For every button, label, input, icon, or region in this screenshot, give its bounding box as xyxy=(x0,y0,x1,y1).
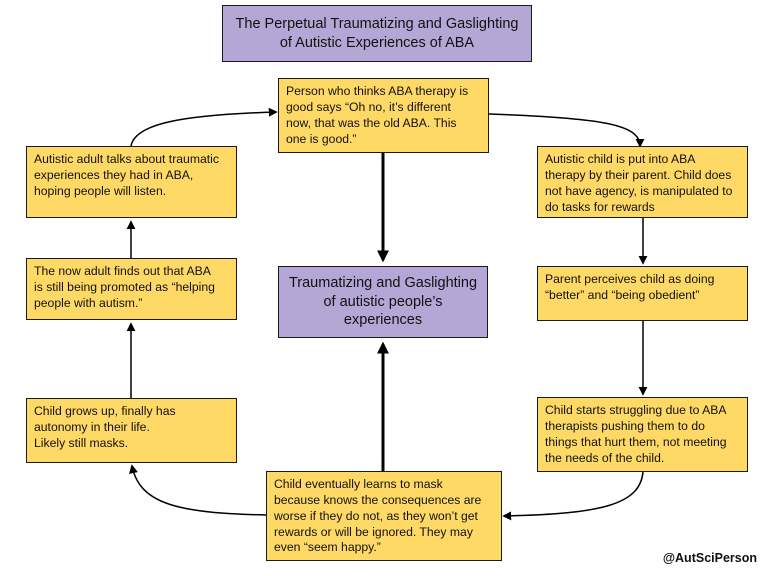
diagram-title-text: The Perpetual Traumatizing and Gaslighti… xyxy=(235,15,519,51)
box-top-aba-is-different-now: Person who thinks ABA therapy is good sa… xyxy=(278,78,489,153)
arrow-right-3-to-bottom xyxy=(502,471,644,521)
box-child-learns-to-mask: Child eventually learns to mask because … xyxy=(266,471,502,561)
box-adult-finds-out: The now adult finds out that ABA is stil… xyxy=(26,258,237,320)
box-parent-perceives-better: Parent perceives child as doing “better”… xyxy=(537,266,748,321)
center-outcome-text: Traumatizing and Gaslighting of autistic… xyxy=(288,274,478,329)
author-credit: @AutSciPerson xyxy=(662,551,757,565)
box-adult-talks-about-trauma: Autistic adult talks about traumatic exp… xyxy=(26,146,237,218)
arrow-left-1-to-top xyxy=(130,107,278,147)
diagram-title: The Perpetual Traumatizing and Gaslighti… xyxy=(222,5,532,62)
arrow-top-to-right-1 xyxy=(488,113,645,148)
box-child-starts-struggling: Child starts struggling due to ABA thera… xyxy=(537,397,748,472)
center-outcome-box: Traumatizing and Gaslighting of autistic… xyxy=(278,266,488,338)
box-child-grows-up: Child grows up, finally has autonomy in … xyxy=(26,398,237,463)
box-child-put-into-aba: Autistic child is put into ABA therapy b… xyxy=(537,146,748,218)
arrow-bottom-to-left-3 xyxy=(129,464,267,516)
